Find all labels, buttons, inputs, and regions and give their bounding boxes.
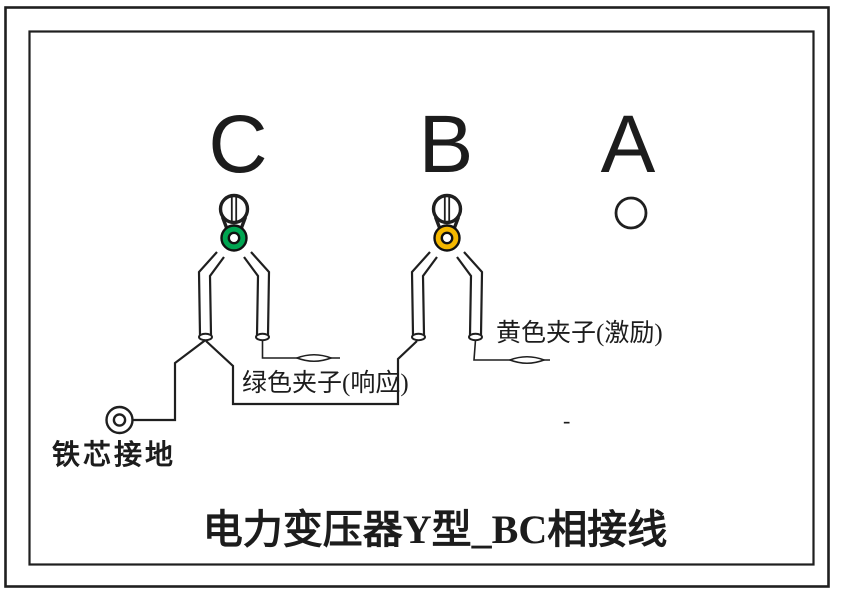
phase-label-c: C [208,99,267,190]
ground-wire [133,339,207,422]
ground-terminal-icon [105,405,134,435]
ground-outer-circle [105,405,134,435]
clamp-c-green [197,193,271,342]
clamp-c-right-leg-cap [255,332,270,342]
yellow-clamp-label: 黄色夹子(激励) [496,319,663,347]
inner-border [28,30,815,566]
yellow-lead-bead [507,355,547,365]
clamp-b-right-leg-inner [456,256,473,336]
clamp-b-head-circle [431,193,463,225]
clamp-c-right-leg-inner [243,256,260,336]
green-lead-bead [294,353,334,363]
green-lead-wire [261,340,340,359]
clamp-c-left-leg-cap [198,332,213,342]
core-ground-label: 铁芯接地 [52,439,176,471]
clamp-b-right-leg-outer [463,251,484,336]
clamp-c-left-leg-outer [197,251,218,336]
clamp-c-head-circle [218,193,250,225]
clamp-b-left-leg-cap [411,332,426,342]
stray-dash-mark: - [563,408,570,433]
green-clamp-label: 绿色夹子(响应) [242,369,409,397]
clamp-c-ring-hole [227,231,241,245]
phase-label-a: A [601,99,656,190]
clamp-b-yellow [410,193,484,342]
clamp-c-right-leg-outer [250,251,271,336]
c-to-b-link-wire [205,340,418,406]
outer-border [4,6,830,588]
clamp-b-ring-hole [440,231,454,245]
clamp-b-left-leg-inner [421,256,438,336]
ground-inner-circle [112,413,127,427]
diagram-title: 电力变压器Y型_BC相接线 [203,507,667,552]
phase-label-b: B [419,99,474,190]
clamp-b-right-leg-cap [468,332,483,342]
clamp-c-left-leg-inner [208,256,225,336]
terminal-a-circle [614,196,648,230]
clamp-b-left-leg-outer [410,251,431,336]
